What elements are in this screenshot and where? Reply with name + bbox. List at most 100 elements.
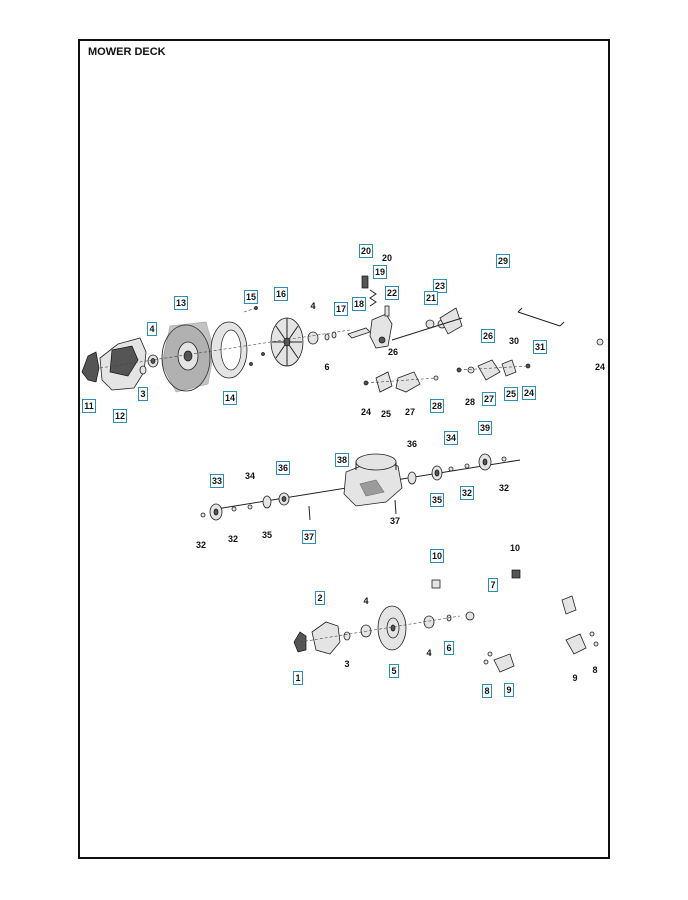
callout-box bbox=[276, 461, 290, 475]
callout-number: 34 bbox=[245, 471, 255, 481]
callout-3: 3 bbox=[344, 659, 349, 669]
callout-number: 39 bbox=[480, 423, 490, 433]
callout-7: 7 bbox=[488, 578, 498, 592]
callout-number: 35 bbox=[262, 530, 272, 540]
callout-31: 31 bbox=[533, 340, 547, 354]
callout-number: 24 bbox=[524, 388, 534, 398]
callout-box bbox=[430, 399, 444, 413]
callout-box bbox=[482, 684, 492, 698]
callout-4: 4 bbox=[147, 322, 157, 336]
callout-box bbox=[460, 486, 474, 500]
callout-number: 32 bbox=[228, 534, 238, 544]
callout-number: 13 bbox=[176, 298, 186, 308]
callout-5: 5 bbox=[389, 664, 399, 678]
callout-number: 36 bbox=[278, 463, 288, 473]
callout-number: 16 bbox=[276, 289, 286, 299]
callout-number: 36 bbox=[407, 439, 417, 449]
callout-number: 30 bbox=[509, 336, 519, 346]
rear-wheel-13 bbox=[161, 321, 215, 393]
callout-26: 26 bbox=[481, 329, 495, 343]
callout-box bbox=[533, 340, 547, 354]
end-cap-24 bbox=[596, 338, 604, 346]
bracket-group-left bbox=[363, 371, 439, 393]
callout-number: 32 bbox=[499, 483, 509, 493]
callout-38: 38 bbox=[335, 453, 349, 467]
small-parts-right bbox=[407, 453, 507, 485]
callout-number: 15 bbox=[246, 292, 256, 302]
callout-box bbox=[504, 683, 514, 697]
callout-29: 29 bbox=[496, 254, 510, 268]
callout-box bbox=[444, 641, 454, 655]
callout-9: 9 bbox=[504, 683, 514, 697]
callout-22: 22 bbox=[385, 286, 399, 300]
callout-box bbox=[174, 296, 188, 310]
callout-25: 25 bbox=[381, 409, 391, 419]
callout-27: 27 bbox=[405, 407, 415, 417]
rod-bracket bbox=[391, 307, 463, 341]
callout-number: 33 bbox=[212, 476, 222, 486]
adjuster-lever-18 bbox=[347, 327, 371, 339]
callout-number: 24 bbox=[361, 407, 371, 417]
callout-number: 4 bbox=[310, 301, 315, 311]
bracket-26 bbox=[369, 313, 393, 349]
callout-box bbox=[113, 409, 127, 423]
callout-box bbox=[244, 290, 258, 304]
callout-number: 3 bbox=[140, 389, 145, 399]
handle-bar-29 bbox=[461, 284, 601, 343]
callout-24: 24 bbox=[361, 407, 371, 417]
pin-22 bbox=[384, 305, 390, 317]
callout-26: 26 bbox=[388, 347, 398, 357]
callout-32: 32 bbox=[196, 540, 206, 550]
washers-6 bbox=[324, 331, 337, 341]
callout-36: 36 bbox=[407, 439, 417, 449]
callout-number: 23 bbox=[435, 281, 445, 291]
callout-box bbox=[522, 386, 536, 400]
callout-box bbox=[430, 549, 444, 563]
washer-3 bbox=[139, 365, 147, 375]
bracket-group-right bbox=[456, 359, 531, 381]
callout-number: 12 bbox=[115, 411, 125, 421]
bearing-4-outer bbox=[423, 615, 435, 629]
callout-number: 17 bbox=[336, 304, 346, 314]
bearing-4 bbox=[147, 354, 159, 368]
callout-number: 31 bbox=[535, 342, 545, 352]
callout-3: 3 bbox=[138, 387, 148, 401]
callout-27: 27 bbox=[482, 392, 496, 406]
callout-box bbox=[302, 530, 316, 544]
callout-number: 19 bbox=[375, 267, 385, 277]
callout-number: 7 bbox=[490, 580, 495, 590]
callout-box bbox=[359, 244, 373, 258]
hub-cap-11 bbox=[81, 351, 100, 383]
callout-8: 8 bbox=[592, 665, 597, 675]
callout-10: 10 bbox=[510, 543, 520, 553]
callout-number: 8 bbox=[484, 686, 489, 696]
callout-number: 26 bbox=[483, 331, 493, 341]
callout-number: 37 bbox=[390, 516, 400, 526]
callout-4: 4 bbox=[363, 596, 368, 606]
callout-box bbox=[444, 431, 458, 445]
callout-number: 29 bbox=[498, 256, 508, 266]
screws-15 bbox=[243, 306, 265, 366]
callout-number: 22 bbox=[387, 288, 397, 298]
callout-box bbox=[373, 265, 387, 279]
bracket-9-lower bbox=[483, 651, 515, 673]
callout-box bbox=[430, 493, 444, 507]
callout-number: 25 bbox=[506, 389, 516, 399]
spring-20 bbox=[369, 289, 377, 307]
callout-box bbox=[293, 671, 303, 685]
callout-box bbox=[210, 474, 224, 488]
callout-number: 21 bbox=[426, 293, 436, 303]
bearing-4-upper bbox=[307, 331, 319, 345]
callout-number: 32 bbox=[196, 540, 206, 550]
callout-number: 3 bbox=[344, 659, 349, 669]
gear-33 bbox=[209, 503, 223, 521]
callout-number: 10 bbox=[510, 543, 520, 553]
callout-number: 27 bbox=[405, 407, 415, 417]
callout-28: 28 bbox=[465, 397, 475, 407]
callout-box bbox=[478, 421, 492, 435]
callout-9: 9 bbox=[572, 673, 577, 683]
callout-number: 32 bbox=[462, 488, 472, 498]
callout-4: 4 bbox=[426, 648, 431, 658]
